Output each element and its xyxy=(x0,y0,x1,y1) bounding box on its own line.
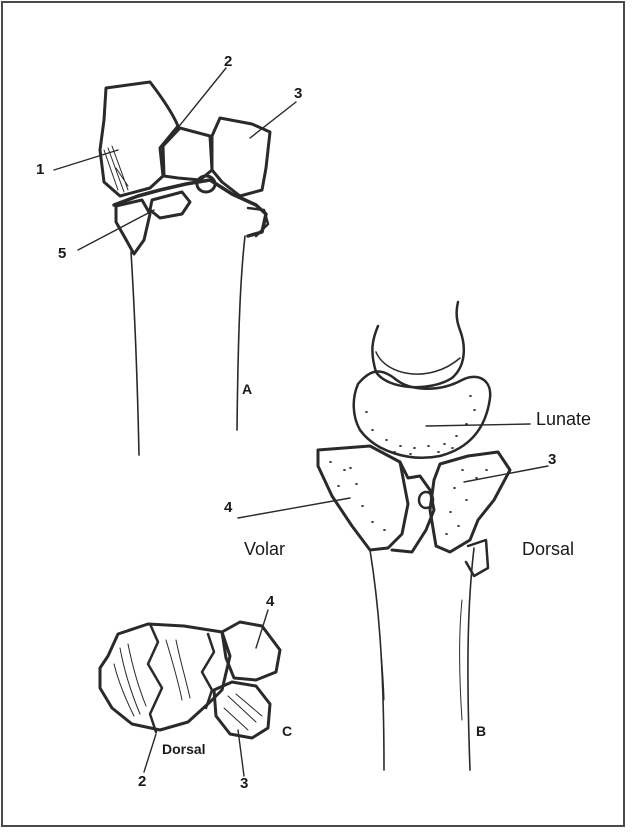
panel-a-fragment-5 xyxy=(150,192,190,218)
panel-b-radius-dorsal-fragment xyxy=(430,452,510,552)
panel-c-dorsal-label: Dorsal xyxy=(162,742,206,756)
panel-b-volar-label: Volar xyxy=(244,540,285,558)
panel-c-fracture-line-2 xyxy=(202,634,214,708)
panel-a-label-5: 5 xyxy=(58,246,66,261)
panel-b-label-4: 4 xyxy=(224,500,232,515)
panel-a-carpal-bead xyxy=(197,176,215,192)
panel-a-fragment-1 xyxy=(100,82,178,196)
panel-b-capitate-inner xyxy=(376,352,460,374)
panel-b-lunate xyxy=(354,371,490,457)
panel-b-radius-drawing xyxy=(318,302,510,770)
panel-a-shaft-right xyxy=(237,236,245,430)
panel-a-label-1: 1 xyxy=(36,162,44,177)
panel-c-label-4: 4 xyxy=(266,594,274,609)
panel-c-fracture-line xyxy=(148,624,162,732)
panel-c-letter: C xyxy=(282,724,292,738)
panel-a-radius-drawing xyxy=(100,82,270,455)
panel-a-shaft xyxy=(131,252,139,455)
panel-b-lunate-label: Lunate xyxy=(536,410,591,428)
panel-b-shaft-right xyxy=(468,548,474,770)
panel-b-letter: B xyxy=(476,724,486,738)
panel-b-leader-lines xyxy=(238,424,548,518)
panel-a-label-2: 2 xyxy=(224,54,232,69)
panel-c-fragment-4 xyxy=(222,622,280,680)
panel-a-articular-rim xyxy=(114,180,266,236)
panel-a-label-3: 3 xyxy=(294,86,302,101)
panel-b-shaft-line xyxy=(380,600,462,720)
panel-c-fragment-3-shading xyxy=(224,694,262,730)
panel-c-label-2: 2 xyxy=(138,774,146,789)
panel-c-label-3: 3 xyxy=(240,776,248,791)
panel-b-ulnar-notch xyxy=(466,540,488,576)
panel-c-shading xyxy=(114,640,190,716)
panel-c-axial-drawing xyxy=(100,622,280,738)
panel-b-radius-stipple xyxy=(330,462,487,534)
panel-b-label-3: 3 xyxy=(548,452,556,467)
panel-a-letter: A xyxy=(242,382,252,396)
panel-b-dorsal-label: Dorsal xyxy=(522,540,574,558)
panel-a-leader-lines xyxy=(54,68,296,250)
